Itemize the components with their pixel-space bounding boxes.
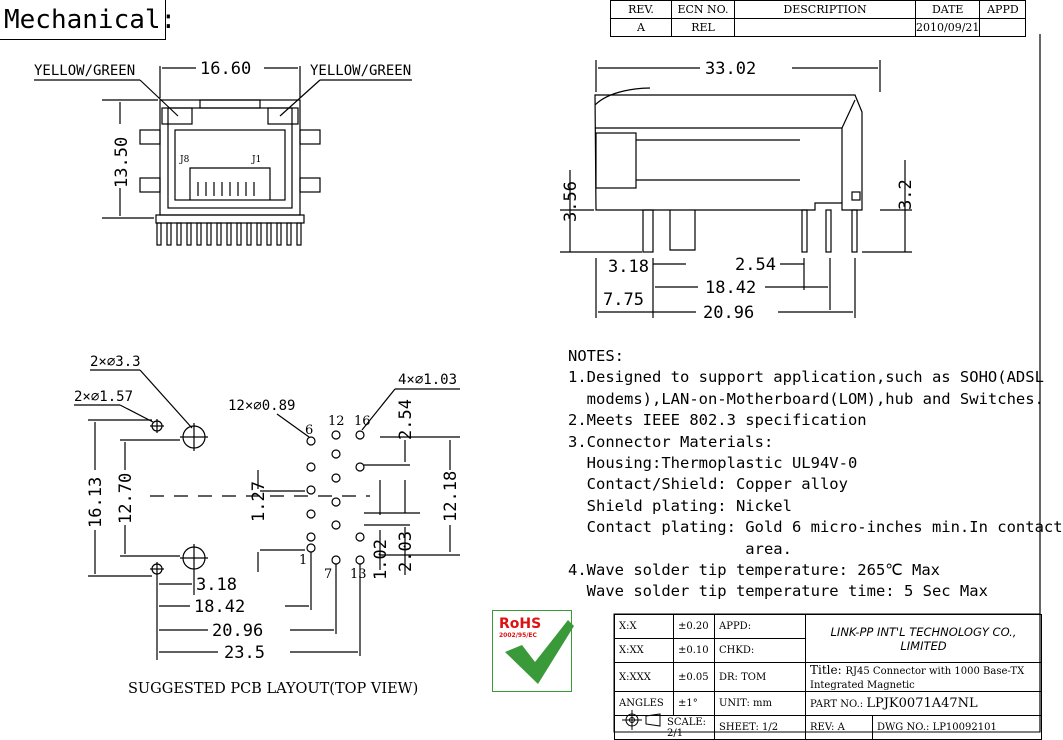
company-name: LINK-PP INT'L TECHNOLOGY CO., LIMITED <box>805 614 1042 663</box>
pin13-label: 13 <box>350 567 367 582</box>
pin1-label: 1 <box>299 553 307 568</box>
front-label-left: YELLOW/GREEN <box>34 63 135 79</box>
notes-line: NOTES: <box>568 347 624 365</box>
pin7-label: 7 <box>324 567 332 582</box>
notes-line: Contact plating: Gold 6 micro-inches min… <box>568 518 1063 537</box>
notes-line: 4.Wave solder tip temperature: 265℃ Max <box>568 561 941 580</box>
tol-x-label: X:X <box>614 614 674 639</box>
pin16-label: 16 <box>354 414 371 429</box>
angles-label: ANGLES <box>614 691 674 716</box>
front-height-dim: 13.50 <box>112 137 132 188</box>
notes-line: 3.Connector Materials: <box>568 432 774 451</box>
revision-table: REV. ECN NO. DESCRIPTION DATE APPD A REL… <box>610 0 1027 37</box>
rohs-subtitle: 2002/95/EC <box>499 632 537 639</box>
tol-xxx-value: ±0.05 <box>673 662 715 692</box>
pin6-label: 6 <box>305 423 313 438</box>
tol-x-value: ±0.20 <box>673 614 715 639</box>
pcb-dim-3-18: 3.18 <box>196 575 237 595</box>
pin-j1-label: J1 <box>251 155 261 165</box>
notes-line: Housing:Thermoplastic UL94V-0 <box>568 454 858 473</box>
scale-value: SCALE: 2/1 <box>614 715 715 740</box>
pcb-dim-2-03: 2.03 <box>396 531 416 572</box>
side-view-drawing <box>560 60 912 318</box>
rohs-title: RoHS <box>499 616 542 632</box>
unit-label: UNIT: mm <box>714 691 806 716</box>
hole-b-label: 2×⌀1.57 <box>74 389 133 405</box>
hole-d-label: 4×⌀1.03 <box>398 372 457 388</box>
rohs-check-icon <box>505 620 574 684</box>
pcb-dim-12-18: 12.18 <box>441 471 461 522</box>
pin12-label: 12 <box>328 414 345 429</box>
pcb-dim-16-13: 16.13 <box>86 477 106 528</box>
ecn-header: ECN NO. <box>671 0 735 19</box>
notes-line: modems),LAN-on-Motherboard(LOM),hub and … <box>568 389 1044 408</box>
pcb-dim-23-5: 23.5 <box>224 643 265 663</box>
pcb-layout-caption: SUGGESTED PCB LAYOUT(TOP VIEW) <box>128 681 419 697</box>
side-dim-20-96: 20.96 <box>703 303 754 323</box>
title-label: Title: <box>810 663 842 677</box>
side-height-right-dim: 3.2 <box>896 179 916 210</box>
chkd-label: CHKD: <box>714 638 806 663</box>
hole-a-label: 2×⌀3.3 <box>90 354 141 370</box>
pcb-dim-2-54: 2.54 <box>396 399 416 440</box>
pcb-layout-drawing <box>74 369 460 660</box>
side-dim-2-54: 2.54 <box>735 255 776 275</box>
dwg-label: DWG NO.: <box>877 722 930 733</box>
front-width-dim: 16.60 <box>200 59 251 79</box>
appd-label: APPD: <box>714 614 806 639</box>
side-dim-7-75: 7.75 <box>603 290 644 310</box>
appd-value <box>979 18 1027 37</box>
rohs-badge: RoHS 2002/95/EC <box>492 610 572 692</box>
ecn-value: REL <box>671 18 735 37</box>
title-block: X:X ±0.20 APPD: LINK-PP INT'L TECHNOLOGY… <box>614 614 1042 740</box>
pcb-dim-20-96: 20.96 <box>212 621 263 641</box>
title-text: RJ45 Connector with 1000 Base-TX Integra… <box>810 666 1025 691</box>
notes-line: Contact/Shield: Copper alloy <box>568 475 848 494</box>
front-view-drawing <box>34 66 412 246</box>
section-title: Mechanical: <box>0 0 176 40</box>
pcb-dim-12-70: 12.70 <box>116 473 136 524</box>
date-value: 2010/09/21 <box>914 18 981 37</box>
pin-j8-label: J8 <box>179 155 190 165</box>
pcb-dim-18-42: 18.42 <box>194 597 245 617</box>
dwg-number: LP10092101 <box>932 722 997 733</box>
tol-xx-label: X:XX <box>614 638 674 663</box>
side-length-dim: 33.02 <box>705 59 756 79</box>
pcb-dim-1-02: 1.02 <box>371 539 391 580</box>
sheet-value: SHEET: 1/2 <box>714 715 806 740</box>
notes-line: 1.Designed to support application,such a… <box>568 368 1044 387</box>
tol-xxx-label: X:XXX <box>614 662 674 692</box>
tol-xx-value: ±0.10 <box>673 638 715 663</box>
notes-line: Shield plating: Nickel <box>568 496 792 515</box>
drawn-by: DR: TOM <box>714 662 806 692</box>
side-dim-3-18: 3.18 <box>608 257 649 277</box>
side-dim-18-42: 18.42 <box>705 278 756 298</box>
notes-line: 2.Meets IEEE 802.3 specification <box>568 411 867 430</box>
drawing-canvas: YELLOW/GREEN YELLOW/GREEN 16.60 13.50 J8… <box>34 34 1041 733</box>
hole-c-label: 12×⌀0.89 <box>228 398 295 414</box>
part-label: PART NO.: <box>810 699 864 710</box>
date-header: DATE <box>914 0 981 19</box>
part-number: LPJK0071A47NL <box>866 696 978 711</box>
notes-line: area. <box>568 539 792 558</box>
rev-value-tb: REV: A <box>805 715 873 740</box>
side-height-left-dim: 3.56 <box>561 181 581 222</box>
notes-block: NOTES: 1.Designed to support application,… <box>568 346 1063 603</box>
pcb-dim-1-27: 1.27 <box>249 481 269 522</box>
notes-line: Wave solder tip temperature time: 5 Sec … <box>568 582 988 601</box>
front-label-right: YELLOW/GREEN <box>310 63 411 79</box>
angles-value: ±1° <box>673 691 715 716</box>
